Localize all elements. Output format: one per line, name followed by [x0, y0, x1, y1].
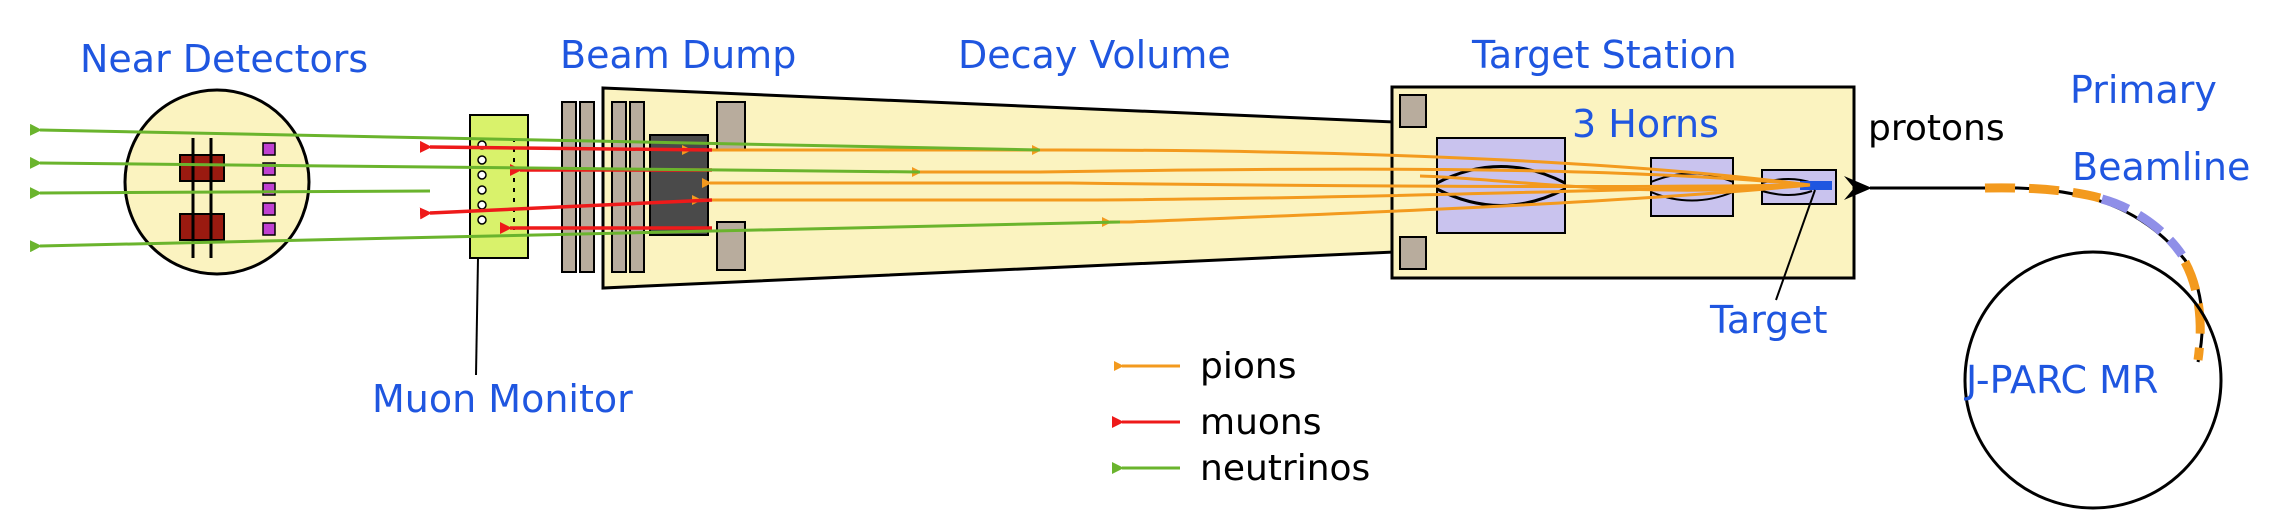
near-detectors-label: Near Detectors [80, 37, 368, 81]
pion-track [1129, 183, 1811, 224]
protons-label: protons [1868, 108, 2005, 149]
neutrino-track [29, 156, 921, 174]
muon-monitor [469, 114, 529, 376]
neutrino-track [29, 220, 1121, 253]
legend-neutrinos-label: neutrinos [1200, 448, 1370, 489]
target-station-shield-top [1399, 94, 1427, 128]
pion-track [1039, 167, 1811, 187]
muon-monitor-label: Muon Monitor [372, 377, 633, 421]
target-rod [1800, 181, 1832, 190]
muon-track [419, 140, 713, 153]
pion-track [1419, 174, 1811, 192]
primary-beamline-magnets [1984, 183, 2205, 361]
pion-track [1049, 183, 1811, 202]
three-horns-label: 3 Horns [1572, 102, 1719, 146]
muon-track [419, 198, 713, 220]
legend-pions-label: pions [1200, 346, 1296, 387]
decay-volume-label: Decay Volume [958, 33, 1231, 77]
beamline-label: Beamline [2072, 145, 2250, 189]
legend-muons-label: muons [1200, 402, 1321, 443]
jparc-mr-ring [1963, 250, 2223, 510]
target-pointer [1775, 189, 1816, 301]
jparc-mr-label: J-PARC MR [1964, 358, 2158, 402]
pion-track [1059, 148, 1811, 187]
primary-label: Primary [2070, 68, 2217, 112]
target-label: Target [1709, 298, 1828, 342]
neutrino-track [29, 123, 1041, 152]
near-detector [123, 88, 311, 276]
target-station-shield-bottom [1399, 236, 1427, 270]
target-station-label: Target Station [1471, 33, 1737, 77]
neutrino-trajectories [29, 123, 1121, 253]
pion-trajectories [1039, 148, 1811, 224]
legend: pions muons neutrinos [1112, 346, 1370, 489]
beam-dump-label: Beam Dump [560, 33, 796, 77]
neutrino-track [29, 187, 431, 200]
